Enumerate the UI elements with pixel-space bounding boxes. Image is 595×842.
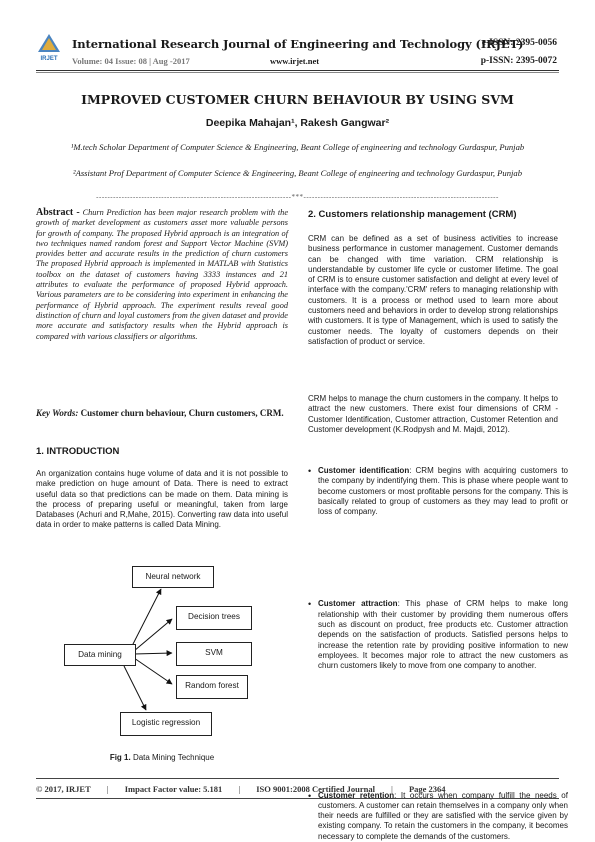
p-issn: p-ISSN: 2395-0072 (480, 56, 557, 66)
title-separator: ----------------------------------------… (96, 193, 499, 201)
journal-website[interactable]: www.irjet.net (270, 56, 320, 66)
intro-heading-wrap: 1. INTRODUCTION (36, 446, 288, 457)
arrow-to-decision-trees (133, 618, 173, 652)
arrow-to-logistic-regression (123, 665, 147, 711)
figure-caption-text: Data Mining Technique (132, 753, 215, 762)
bullet-customer-attraction: • Customer attraction: This phase of CRM… (308, 599, 568, 671)
figure-caption: Fig 1. Data Mining Technique (36, 753, 288, 762)
footer-rule (36, 778, 559, 779)
abstract-block: Abstract - Churn Prediction has been maj… (36, 207, 289, 342)
bullet-customer-retention: • Customer retention: It occurs when com… (308, 791, 568, 842)
keywords-text: Customer churn behaviour, Churn customer… (80, 408, 284, 418)
bullet-term: Customer retention (318, 790, 395, 800)
bullet-icon: • (308, 790, 312, 801)
footer-separator: | (106, 784, 109, 794)
bullet-text: : It occurs when company fulfill the nee… (318, 790, 568, 841)
intro-text: An organization contains huge volume of … (36, 469, 288, 530)
footer-rule-bottom (36, 798, 559, 799)
node-data-mining: Data mining (64, 644, 136, 666)
node-logistic-regression: Logistic regression (120, 712, 212, 736)
node-svm: SVM (176, 642, 252, 666)
keywords-block: Key Words: Customer churn behaviour, Chu… (36, 408, 288, 419)
paper-authors: Deepika Mahajan¹, Rakesh Gangwar² (205, 117, 390, 129)
paper-title: IMPROVED CUSTOMER CHURN BEHAVIOUR BY USI… (81, 92, 514, 107)
bullet-term: Customer identification (318, 466, 410, 475)
arrow-to-random-forest (133, 657, 173, 685)
abstract-label: Abstract - (36, 207, 80, 218)
figure-connectors (123, 588, 173, 711)
irjet-logo: IRJET (38, 34, 60, 62)
bullet-icon: • (308, 599, 312, 610)
volume-issue: Volume: 04 Issue: 08 | Aug -2017 (72, 56, 190, 66)
affiliation-2: ²Assistant Prof Department of Computer S… (73, 168, 522, 178)
abstract-text: Churn Prediction has been major research… (36, 208, 289, 341)
journal-title: International Research Journal of Engine… (72, 37, 524, 51)
bullet-term: Customer attraction (318, 599, 398, 609)
node-random-forest: Random forest (176, 675, 248, 699)
footer-separator: | (238, 784, 241, 794)
footer-copyright: © 2017, IRJET (36, 784, 91, 794)
section2-para1: CRM can be defined as a set of business … (308, 234, 558, 346)
svg-text:IRJET: IRJET (40, 56, 57, 62)
footer-impact-factor: Impact Factor value: 5.181 (124, 784, 223, 794)
affiliation-1: ¹M.tech Scholar Department of Computer S… (70, 142, 525, 152)
bullet-icon: • (308, 466, 312, 476)
e-issn: e-ISSN: 2395-0056 (481, 38, 557, 48)
arrow-to-neural-network (130, 588, 162, 649)
footer-separator: | (391, 784, 393, 794)
section2-heading: 2. Customers relationship management (CR… (308, 209, 517, 220)
node-decision-trees: Decision trees (176, 606, 252, 630)
bullet-text: : CRM begins with acquiring customers to… (318, 466, 568, 517)
bullet-customer-identification: • Customer identification: CRM begins wi… (308, 466, 568, 517)
keywords-label: Key Words: (36, 408, 79, 418)
intro-heading: 1. INTRODUCTION (36, 446, 120, 457)
footer-iso: ISO 9001:2008 Certified Journal (256, 784, 376, 794)
header-rule (36, 70, 559, 71)
arrow-to-svm (133, 650, 173, 657)
data-mining-figure: Neural network Decision trees Data minin… (36, 558, 288, 758)
node-neural-network: Neural network (132, 566, 214, 588)
section2-para2: CRM helps to manage the churn customers … (308, 394, 558, 434)
header-rule-thin (36, 72, 559, 73)
section2-heading-wrap: 2. Customers relationship management (CR… (308, 209, 558, 220)
bullet-text: : This phase of CRM helps to make long r… (318, 599, 568, 671)
figure-caption-label: Fig 1. (109, 753, 131, 762)
page-footer: © 2017, IRJET | Impact Factor value: 5.1… (36, 784, 446, 794)
footer-page-number: Page 2364 (408, 784, 446, 794)
